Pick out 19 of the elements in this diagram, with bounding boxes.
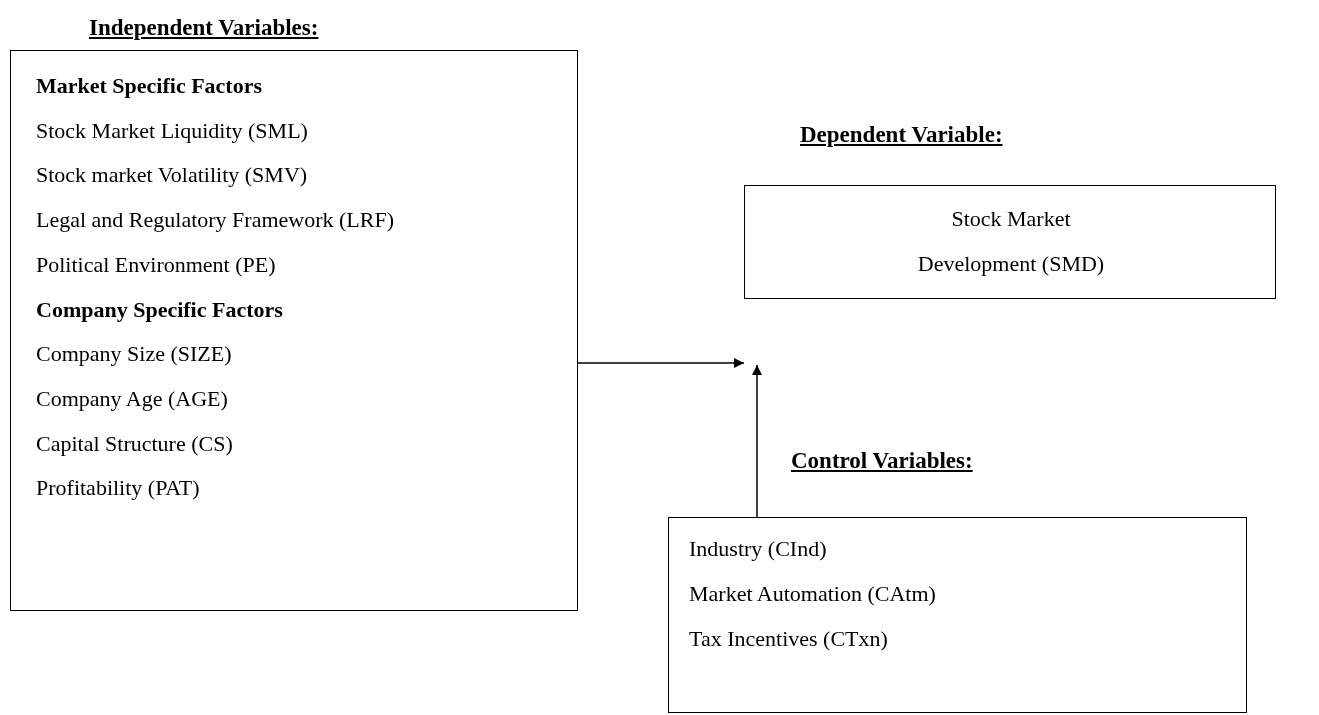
variable-name: Industry (CInd) <box>689 536 827 562</box>
variable-name: Tax Incentives (CTxn) <box>689 626 888 652</box>
variable-name: Legal and Regulatory Framework (LRF) <box>36 207 394 234</box>
variable-name: Profitability (PAT) <box>36 475 200 502</box>
variable-name: Company Size (SIZE) <box>36 341 232 368</box>
section-heading: Dependent Variable: <box>800 122 1003 148</box>
arrow <box>577 358 745 368</box>
variable-name: Stock Market Development (SMD) <box>916 205 1106 278</box>
section-heading: Control Variables: <box>791 448 973 474</box>
variable-name: Stock market Volatility (SMV) <box>36 162 308 189</box>
variable-name: Capital Structure (CS) <box>36 430 233 457</box>
variable-name: Political Environment (PE) <box>36 251 276 278</box>
group-heading: Market Specific Factors <box>36 73 263 99</box>
variable-name: Stock Market Liquidity (SML) <box>36 117 308 144</box>
variable-name: Company Age (AGE) <box>36 385 228 412</box>
group-heading: Company Specific Factors <box>36 296 283 323</box>
variable-name: Market Automation (CAtm) <box>689 581 936 607</box>
arrow <box>752 364 762 518</box>
section-heading: Independent Variables: <box>89 15 319 41</box>
